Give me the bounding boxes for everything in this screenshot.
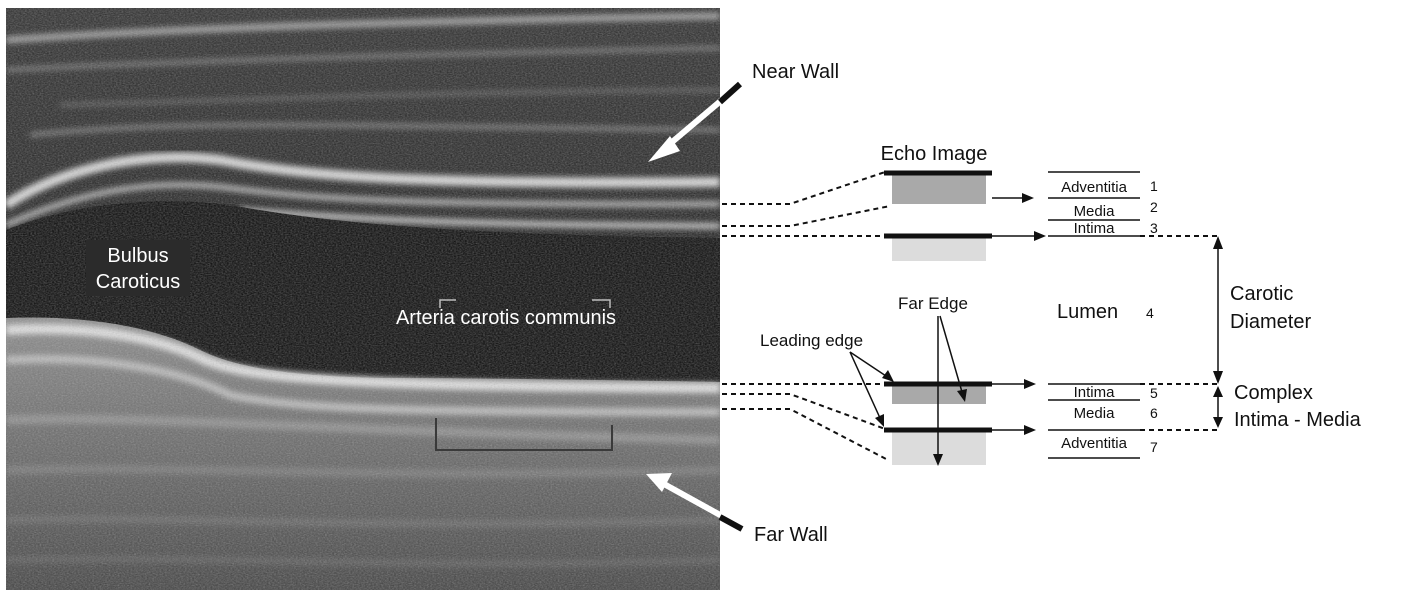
echo-image-title: Echo Image bbox=[881, 143, 988, 165]
carotid-diameter-line1: Carotic bbox=[1230, 283, 1293, 305]
bulbus-label: Bulbus bbox=[107, 245, 168, 267]
carotid-diameter-arrow bbox=[1213, 236, 1223, 384]
leading-edge-arrows bbox=[850, 352, 894, 427]
layer-name-3: Intima bbox=[1074, 220, 1116, 237]
leading-edge-label: Leading edge bbox=[760, 331, 863, 350]
layer-number-5: 5 bbox=[1150, 385, 1158, 401]
complex-label-line2: Intima - Media bbox=[1234, 409, 1362, 431]
layer-number-3: 3 bbox=[1150, 220, 1158, 236]
near-intima-echo bbox=[892, 237, 986, 261]
arteria-label: Arteria carotis communis bbox=[396, 307, 616, 329]
layer-name-5: Intima bbox=[1074, 384, 1116, 401]
layer-number-7: 7 bbox=[1150, 439, 1158, 455]
ultrasound-image: Bulbus Caroticus Arteria carotis communi… bbox=[6, 8, 740, 590]
near-adventitia-echo bbox=[892, 174, 986, 204]
layer-name-2: Media bbox=[1074, 203, 1116, 220]
far-edge-label: Far Edge bbox=[898, 294, 968, 313]
dashed-connectors bbox=[722, 172, 1218, 460]
layer-name-1: Adventitia bbox=[1061, 179, 1128, 196]
near-wall-arrow-tail bbox=[720, 84, 740, 102]
caroticus-label: Caroticus bbox=[96, 271, 180, 293]
far-intima-echo bbox=[892, 385, 986, 404]
carotid-diameter-line2: Diameter bbox=[1230, 311, 1311, 333]
complex-label-line1: Complex bbox=[1234, 382, 1313, 404]
layer-name-7: Adventitia bbox=[1061, 435, 1128, 452]
echo-to-layer-arrows bbox=[992, 193, 1046, 435]
layer-number-2: 2 bbox=[1150, 199, 1158, 215]
layer-number-6: 6 bbox=[1150, 405, 1158, 421]
layer-number-1: 1 bbox=[1150, 178, 1158, 194]
far-wall-label: Far Wall bbox=[754, 524, 828, 546]
far-wall-arrow-tail bbox=[720, 517, 742, 529]
lumen-label: Lumen bbox=[1057, 301, 1118, 323]
layer-name-6: Media bbox=[1074, 405, 1116, 422]
near-wall-label: Near Wall bbox=[752, 61, 839, 83]
lumen-number: 4 bbox=[1146, 305, 1154, 321]
imt-arrow bbox=[1213, 386, 1223, 428]
